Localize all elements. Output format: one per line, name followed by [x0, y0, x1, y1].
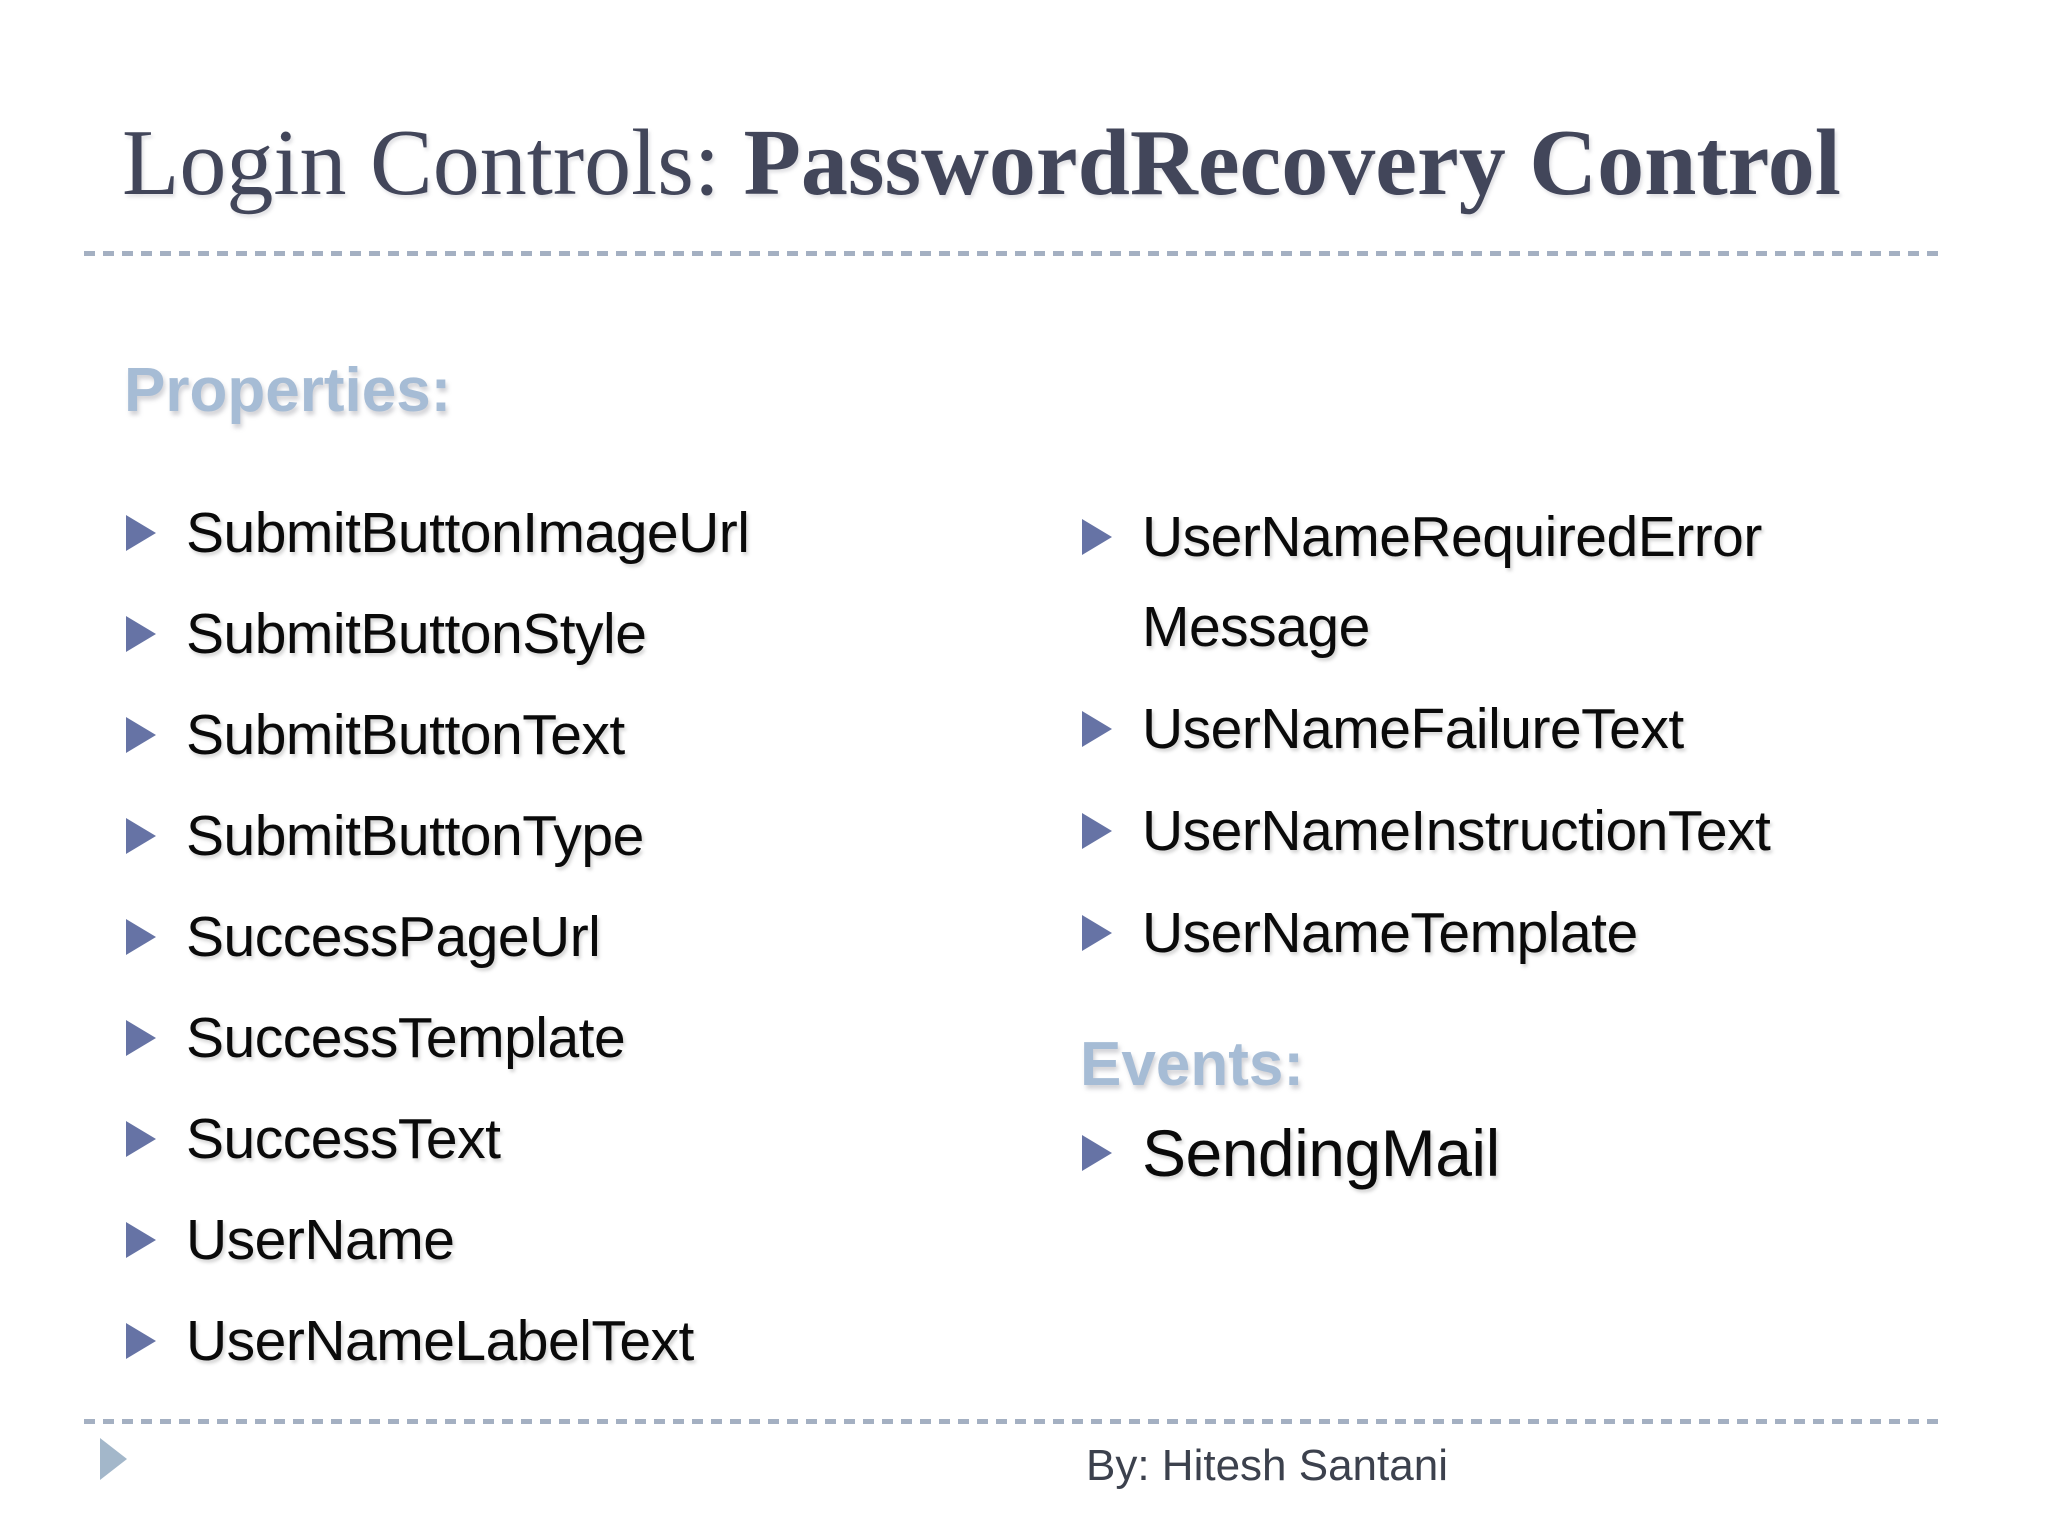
- event-item-label: SendingMail: [1142, 1116, 1500, 1190]
- property-list-item: UserNameTemplate: [1080, 888, 1980, 978]
- properties-list-left: SubmitButtonImageUrl SubmitButtonStyle S…: [124, 488, 1024, 1397]
- property-list-item: UserNameLabelText: [124, 1296, 1024, 1386]
- property-item-label: SubmitButtonText: [186, 703, 625, 767]
- property-item-label: SuccessTemplate: [186, 1006, 626, 1070]
- property-item-label: UserNameLabelText: [186, 1309, 694, 1373]
- bullet-triangle-icon: [126, 1020, 156, 1056]
- property-item-label: UserNameRequiredError Message: [1142, 505, 1762, 659]
- page-title: Login Controls: PasswordRecovery Control: [122, 111, 1841, 215]
- property-list-item: SubmitButtonImageUrl: [124, 488, 1024, 578]
- property-list-item: SuccessText: [124, 1094, 1024, 1184]
- bullet-triangle-icon: [126, 1323, 156, 1359]
- property-item-label: UserNameTemplate: [1142, 901, 1638, 965]
- property-item-label: SubmitButtonType: [186, 804, 644, 868]
- property-list-item: UserNameRequiredError Message: [1080, 492, 1980, 672]
- property-list-item: UserNameInstructionText: [1080, 786, 1980, 876]
- bottom-dashed-divider: [84, 1419, 1946, 1424]
- event-list-item: SendingMail: [1080, 1108, 1980, 1198]
- events-heading: Events:: [1080, 1030, 1304, 1099]
- property-list-item: SubmitButtonType: [124, 791, 1024, 881]
- bullet-triangle-icon: [126, 616, 156, 652]
- bullet-triangle-icon: [126, 818, 156, 854]
- property-item-label: UserName: [186, 1208, 455, 1272]
- footer-triangle-icon: [100, 1438, 127, 1480]
- properties-heading: Properties:: [124, 356, 452, 425]
- property-item-label: UserNameFailureText: [1142, 697, 1684, 761]
- bullet-triangle-icon: [1082, 519, 1112, 555]
- bullet-triangle-icon: [1082, 1135, 1112, 1171]
- property-item-label: UserNameInstructionText: [1142, 799, 1771, 863]
- property-list-item: UserName: [124, 1195, 1024, 1285]
- property-item-label: SubmitButtonImageUrl: [186, 501, 750, 565]
- page-title-regular: Login Controls:: [122, 111, 744, 215]
- events-list: SendingMail: [1080, 1108, 1980, 1209]
- bullet-triangle-icon: [126, 515, 156, 551]
- bullet-triangle-icon: [1082, 915, 1112, 951]
- property-list-item: SuccessTemplate: [124, 993, 1024, 1083]
- bullet-triangle-icon: [1082, 813, 1112, 849]
- top-dashed-divider: [84, 251, 1946, 256]
- property-item-label: SubmitButtonStyle: [186, 602, 647, 666]
- property-list-item: SubmitButtonText: [124, 690, 1024, 780]
- bullet-triangle-icon: [126, 1222, 156, 1258]
- footer-credit: By: Hitesh Santani: [1086, 1441, 1448, 1490]
- bullet-triangle-icon: [126, 717, 156, 753]
- property-list-item: UserNameFailureText: [1080, 684, 1980, 774]
- property-item-label: SuccessPageUrl: [186, 905, 601, 969]
- page-title-emphasis: PasswordRecovery Control: [743, 111, 1841, 215]
- bullet-triangle-icon: [126, 919, 156, 955]
- bullet-triangle-icon: [126, 1121, 156, 1157]
- property-item-label: SuccessText: [186, 1107, 501, 1171]
- bullet-triangle-icon: [1082, 711, 1112, 747]
- properties-list-right: UserNameRequiredError Message UserNameFa…: [1080, 492, 1980, 990]
- property-list-item: SuccessPageUrl: [124, 892, 1024, 982]
- property-list-item: SubmitButtonStyle: [124, 589, 1024, 679]
